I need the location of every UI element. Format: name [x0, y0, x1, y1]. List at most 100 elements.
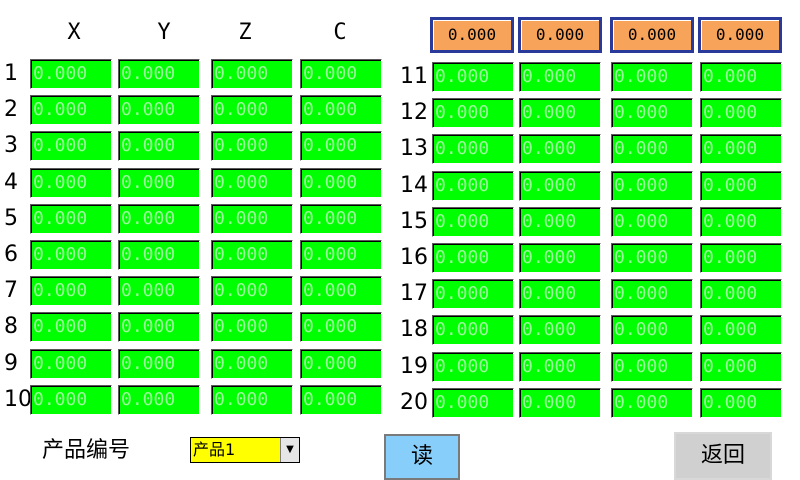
right-grid-value-cell[interactable]: 0.000 [519, 352, 601, 382]
left-grid-value-cell[interactable]: 0.000 [118, 349, 200, 379]
left-grid-value-cell[interactable]: 0.000 [118, 276, 200, 306]
right-grid-value-cell[interactable]: 0.000 [611, 98, 693, 128]
product-select[interactable]: 产品1 ▼ [190, 437, 300, 463]
left-grid-value-cell[interactable]: 0.000 [211, 168, 293, 198]
left-grid-value-cell[interactable]: 0.000 [30, 312, 112, 342]
left-grid-value-cell[interactable]: 0.000 [118, 385, 200, 415]
left-grid-value-cell[interactable]: 0.000 [118, 168, 200, 198]
left-grid-value-cell[interactable]: 0.000 [211, 349, 293, 379]
left-grid-value-cell[interactable]: 0.000 [211, 240, 293, 270]
left-grid-value-cell[interactable]: 0.000 [211, 312, 293, 342]
right-grid-value-cell[interactable]: 0.000 [700, 388, 782, 418]
product-select-value: 产品1 [193, 440, 236, 459]
left-grid-value-cell[interactable]: 0.000 [211, 131, 293, 161]
right-grid-value-cell[interactable]: 0.000 [432, 207, 514, 237]
right-grid-value-cell[interactable]: 0.000 [700, 243, 782, 273]
right-grid-value-cell[interactable]: 0.000 [611, 134, 693, 164]
right-grid-value-cell[interactable]: 0.000 [519, 388, 601, 418]
right-grid-row-label: 14 [400, 173, 428, 198]
right-grid-value-cell[interactable]: 0.000 [611, 207, 693, 237]
left-grid-value-cell[interactable]: 0.000 [30, 168, 112, 198]
left-grid-value-cell[interactable]: 0.000 [118, 95, 200, 125]
left-grid-value-cell[interactable]: 0.000 [30, 131, 112, 161]
top-value-box-1[interactable]: 0.000 [430, 17, 514, 53]
left-grid-value-cell[interactable]: 0.000 [118, 59, 200, 89]
left-grid-row-label: 9 [4, 351, 18, 376]
right-grid-value-cell[interactable]: 0.000 [432, 134, 514, 164]
right-grid-row-label: 17 [400, 281, 428, 306]
right-grid-value-cell[interactable]: 0.000 [611, 315, 693, 345]
right-grid-value-cell[interactable]: 0.000 [519, 98, 601, 128]
left-grid-value-cell[interactable]: 0.000 [300, 95, 382, 125]
right-grid-value-cell[interactable]: 0.000 [519, 207, 601, 237]
right-grid-value-cell[interactable]: 0.000 [611, 279, 693, 309]
left-grid-value-cell[interactable]: 0.000 [300, 240, 382, 270]
right-grid-value-cell[interactable]: 0.000 [519, 279, 601, 309]
right-grid-value-cell[interactable]: 0.000 [519, 171, 601, 201]
right-grid-value-cell[interactable]: 0.000 [700, 279, 782, 309]
left-grid-row-label: 5 [4, 206, 18, 231]
left-grid-value-cell[interactable]: 0.000 [300, 131, 382, 161]
left-grid-value-cell[interactable]: 0.000 [30, 349, 112, 379]
right-grid-value-cell[interactable]: 0.000 [519, 134, 601, 164]
column-header-c: C [333, 20, 347, 45]
left-grid-value-cell[interactable]: 0.000 [211, 59, 293, 89]
left-grid-value-cell[interactable]: 0.000 [118, 240, 200, 270]
left-grid-value-cell[interactable]: 0.000 [118, 204, 200, 234]
left-grid-value-cell[interactable]: 0.000 [211, 385, 293, 415]
read-button[interactable]: 读 [384, 434, 460, 480]
left-grid-value-cell[interactable]: 0.000 [300, 59, 382, 89]
right-grid-value-cell[interactable]: 0.000 [611, 62, 693, 92]
right-grid-value-cell[interactable]: 0.000 [611, 352, 693, 382]
right-grid-value-cell[interactable]: 0.000 [519, 62, 601, 92]
top-value-box-2[interactable]: 0.000 [518, 17, 602, 53]
right-grid-value-cell[interactable]: 0.000 [700, 98, 782, 128]
right-grid-value-cell[interactable]: 0.000 [700, 171, 782, 201]
left-grid-value-cell[interactable]: 0.000 [300, 385, 382, 415]
left-grid-value-cell[interactable]: 0.000 [30, 95, 112, 125]
back-button[interactable]: 返回 [674, 432, 772, 480]
right-grid-row-label: 19 [400, 354, 428, 379]
right-grid-value-cell[interactable]: 0.000 [432, 243, 514, 273]
top-value-box-3[interactable]: 0.000 [610, 17, 694, 53]
left-grid-value-cell[interactable]: 0.000 [30, 385, 112, 415]
left-grid-value-cell[interactable]: 0.000 [30, 240, 112, 270]
left-grid-row-label: 10 [4, 387, 32, 412]
right-grid-value-cell[interactable]: 0.000 [611, 171, 693, 201]
right-grid-value-cell[interactable]: 0.000 [611, 243, 693, 273]
left-grid-value-cell[interactable]: 0.000 [211, 95, 293, 125]
left-grid-value-cell[interactable]: 0.000 [300, 312, 382, 342]
right-grid-value-cell[interactable]: 0.000 [432, 62, 514, 92]
triangle-down-icon[interactable]: ▼ [280, 438, 299, 462]
right-grid-value-cell[interactable]: 0.000 [432, 352, 514, 382]
left-grid-value-cell[interactable]: 0.000 [118, 312, 200, 342]
right-grid-row-label: 12 [400, 100, 428, 125]
left-grid-value-cell[interactable]: 0.000 [118, 131, 200, 161]
right-grid-value-cell[interactable]: 0.000 [700, 134, 782, 164]
left-grid-value-cell[interactable]: 0.000 [211, 204, 293, 234]
right-grid-value-cell[interactable]: 0.000 [700, 207, 782, 237]
right-grid-value-cell[interactable]: 0.000 [432, 388, 514, 418]
left-grid-value-cell[interactable]: 0.000 [300, 204, 382, 234]
right-grid-value-cell[interactable]: 0.000 [611, 388, 693, 418]
right-grid-value-cell[interactable]: 0.000 [519, 315, 601, 345]
right-grid-value-cell[interactable]: 0.000 [700, 62, 782, 92]
right-grid-value-cell[interactable]: 0.000 [432, 98, 514, 128]
right-grid-value-cell[interactable]: 0.000 [432, 279, 514, 309]
left-grid-value-cell[interactable]: 0.000 [211, 276, 293, 306]
left-grid-row-label: 6 [4, 242, 18, 267]
left-grid-value-cell[interactable]: 0.000 [30, 276, 112, 306]
right-grid-value-cell[interactable]: 0.000 [432, 171, 514, 201]
right-grid-value-cell[interactable]: 0.000 [432, 315, 514, 345]
left-grid-value-cell[interactable]: 0.000 [30, 204, 112, 234]
right-grid-row-label: 18 [400, 317, 428, 342]
left-grid-value-cell[interactable]: 0.000 [300, 168, 382, 198]
right-grid-value-cell[interactable]: 0.000 [519, 243, 601, 273]
left-grid-row-label: 4 [4, 170, 18, 195]
top-value-box-4[interactable]: 0.000 [698, 17, 782, 53]
left-grid-value-cell[interactable]: 0.000 [30, 59, 112, 89]
right-grid-value-cell[interactable]: 0.000 [700, 315, 782, 345]
right-grid-value-cell[interactable]: 0.000 [700, 352, 782, 382]
left-grid-value-cell[interactable]: 0.000 [300, 349, 382, 379]
left-grid-value-cell[interactable]: 0.000 [300, 276, 382, 306]
